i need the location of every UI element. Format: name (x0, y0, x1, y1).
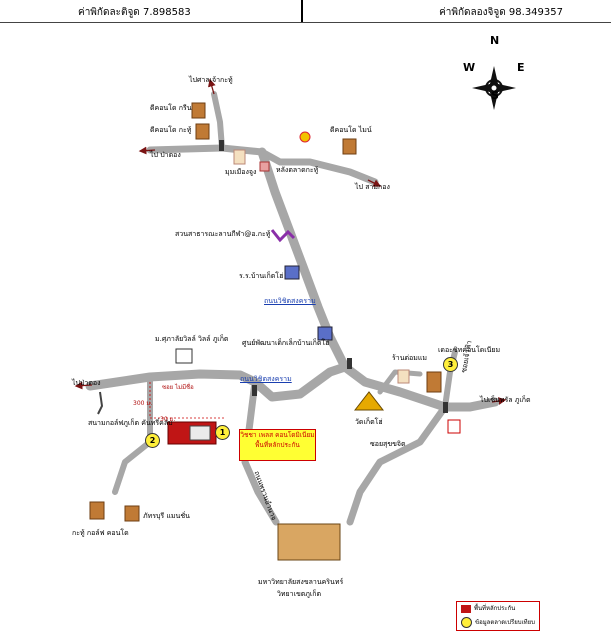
label-soi-songfa: ซอยสุขขจิต (370, 440, 406, 448)
label-to-central: ไปเซ็นทรัล ภูเก็ต (480, 396, 531, 404)
compass-rose (472, 66, 516, 110)
road-main (257, 147, 350, 372)
label-to-patong-left: ไปป่าตอง (72, 379, 101, 387)
market-icon (259, 161, 270, 172)
legend-comparable: ข้อมูลตลาดเปรียบเทียบ (461, 617, 535, 628)
road-loop (377, 369, 423, 395)
subject-property-callout: วิชชา เพลส คอนโดมิเนียม พื้นที่หลักประกั… (239, 429, 316, 461)
label-soi-baan-chit: ซอย ไม่มีชื่อ (162, 384, 194, 391)
condo-green-icon (191, 102, 206, 119)
kids-center-icon (317, 326, 333, 341)
label-to-samkong: ไป สามกอง (355, 183, 390, 191)
label-kathu-golf-condo: กะทู้ กอล์ฟ คอนโด (72, 529, 129, 537)
label-kathu-market: หลังตลาดกะทู้ (276, 166, 319, 174)
kathu-golf-condo-icon (89, 501, 105, 520)
compass-north: N (490, 34, 500, 47)
label-condo-green: ดีคอนโด กรีน (150, 104, 192, 112)
label-to-patong-top: ไป ป่าตอง (150, 151, 181, 159)
label-vichit-road-lower: ถนนวิชิตสงคราม (240, 375, 292, 383)
legend-collateral: พื้นที่หลักประกัน (461, 604, 515, 614)
park-icon (270, 229, 296, 243)
label-wat-kathu: วัดเก็ตโฮ่ (355, 418, 383, 426)
label-golf-course: สนามกอล์ฟภูเก็ต คันทรี่คลับ (88, 419, 173, 427)
patraburi-icon (124, 505, 140, 522)
restaurant-icon (233, 149, 246, 165)
road-north (211, 91, 225, 151)
label-condo-kathu: ดีคอนโด กะทู้ (150, 126, 192, 134)
label-golf-village: ม.ศุภาลัยวิลล์ วิลล์ ภูเก็ต (155, 335, 229, 343)
compass-south: S (491, 89, 499, 102)
compass-west: W (463, 61, 476, 74)
marker-1: 1 (215, 425, 230, 440)
label-to-kathu-shrine: ไปศาลเจ้ากะทู้ (189, 76, 233, 84)
traffic-lights (219, 140, 448, 413)
psu-campus-icon (277, 523, 341, 561)
temple-icon (353, 391, 385, 411)
condo-kathu-icon (195, 123, 210, 140)
comparable-marker-icon (461, 617, 472, 628)
seven-eleven-icon (447, 419, 461, 434)
label-condo-phuket-uni: เดอะซิทคอนโดเนียม (438, 346, 501, 354)
label-dist-30: 30 ม. (160, 416, 176, 423)
golf-village-icon (175, 348, 193, 364)
label-dist-300: 300 ม. (133, 400, 153, 407)
road-main-lower (340, 362, 500, 412)
header-divider (301, 0, 303, 22)
building-icons (89, 102, 461, 561)
callout-line-2: พื้นที่หลักประกัน (255, 441, 300, 449)
condo-city-icon (426, 371, 442, 393)
subject-building-inner (189, 425, 211, 441)
callout-line-1: วิชชา เพลส คอนโดมิเนียม (240, 431, 315, 439)
road-soi-east (346, 403, 449, 526)
longitude-label: ค่าพิกัดลองจิจูด 98.349357 (439, 7, 563, 18)
road-soi-south (241, 378, 280, 526)
marker-2: 2 (145, 433, 160, 448)
compass-east: E (517, 61, 525, 74)
label-patraburi: ภัทรบุรี แมนชั่น (143, 512, 190, 520)
restaurant-2-icon (397, 369, 410, 384)
condo-mine-icon (342, 138, 357, 155)
label-kids-center: ศูนย์พัฒนาเด็กเล็กบ้านเก็ตโฮ่ (242, 339, 330, 347)
label-kathu-corner: มุมเมืองจูง (225, 168, 257, 176)
label-psu-campus-1: มหาวิทยาลัยสงขลานครินทร์ (258, 578, 344, 586)
marker-3: 3 (443, 357, 458, 372)
label-psu-campus-2: วิทยาเขตภูเก็ต (277, 590, 322, 598)
shell-icon (299, 131, 311, 143)
golfer-icon (97, 391, 104, 415)
label-kathu-park: สวนสาธารณะลานกีฬา@อ.กะทู้ (175, 230, 271, 238)
label-banket-school: ร.ร.บ้านเก็ตโฮ่ (239, 272, 284, 280)
road-soi-left (112, 374, 153, 495)
label-restaurant: ร้านต่อมแม (392, 354, 427, 362)
label-condo-mine: ดีคอนโด ไมน์ (330, 126, 372, 134)
road-west (85, 362, 350, 402)
map-legend: พื้นที่หลักประกัน ข้อมูลตลาดเปรียบเทียบ (456, 601, 540, 631)
label-vichit-road-upper: ถนนวิชิตสงคราม (264, 297, 316, 305)
location-map (74, 66, 516, 561)
collateral-swatch-icon (461, 604, 471, 613)
school-icon (284, 265, 300, 280)
coordinates-bar: ค่าพิกัดละติจูด 7.898583 ค่าพิกัดลองจิจู… (0, 0, 611, 23)
latitude-label: ค่าพิกัดละติจูด 7.898583 (78, 7, 191, 18)
